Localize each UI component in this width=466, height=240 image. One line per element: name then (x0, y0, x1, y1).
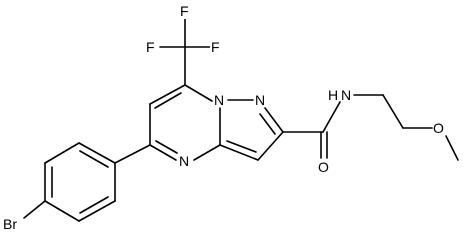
atom-f2: F (180, 3, 189, 19)
atom-o-ether: O (433, 120, 444, 136)
atom-h-amide: H (328, 87, 338, 103)
bond-n2-c2 (264, 107, 284, 133)
bond-phenyl-br (23, 200, 46, 219)
atom-f3: F (211, 39, 220, 55)
atom-f1: F (146, 39, 155, 55)
bond-c5-n4-double (155, 140, 178, 154)
bond-c7-n1 (184, 84, 213, 102)
atom-n-amide: N (341, 87, 351, 103)
atom-n-ring-pyrazole: N (255, 92, 265, 108)
atom-n-ring-bridge: N (214, 92, 224, 108)
bond-ch2a-ch2b (382, 94, 404, 129)
bond-phenyl-1-double (79, 150, 109, 168)
bond-carbonyl-nh (322, 101, 341, 133)
bond-c5-phenyl (114, 144, 151, 164)
bond-phenyl-2 (44, 142, 80, 164)
bond-phenyl-1 (78, 142, 116, 164)
atom-n-ring-pyrimidine: N (179, 153, 189, 169)
bond-phenyl-4 (44, 200, 80, 222)
bond-phenyl-5-double (79, 196, 109, 214)
bond-n2-c2-double (259, 113, 276, 135)
bond-c3-c3a (219, 144, 259, 161)
bond-phenyl-5 (78, 200, 116, 222)
bond-c7-c6 (149, 84, 186, 105)
bond-n4-c3a (193, 144, 221, 161)
bond-o-methyl (445, 135, 459, 161)
bond-c7-c6-double (154, 92, 182, 109)
bond-c2-c3 (257, 131, 284, 161)
bond-c3-c3a-double (226, 140, 257, 153)
atom-o-carbonyl: O (318, 159, 329, 175)
atom-br: Br (3, 216, 17, 232)
bond-c5-n4 (149, 144, 177, 161)
